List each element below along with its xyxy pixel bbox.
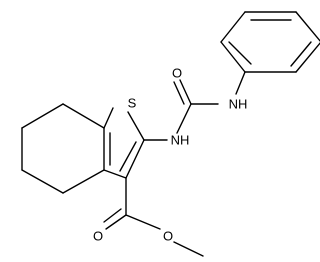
urea-bonds — [173, 79, 219, 134]
atom-oxygen-ester-carbonyl: O — [93, 229, 103, 244]
cyclohexene-ring — [21, 103, 105, 194]
phenyl-nh-bond — [235, 71, 246, 95]
atom-nh-thiophene: NH — [171, 133, 190, 148]
atom-oxygen-ester-ether: O — [163, 229, 173, 244]
atom-oxygen-urea: O — [172, 66, 182, 81]
phenyl-ring — [220, 11, 320, 73]
atom-sulfur: S — [128, 96, 137, 111]
atom-nh-phenyl: NH — [229, 97, 248, 112]
ester-bonds — [103, 177, 204, 257]
thiophene-ring — [103, 107, 145, 179]
